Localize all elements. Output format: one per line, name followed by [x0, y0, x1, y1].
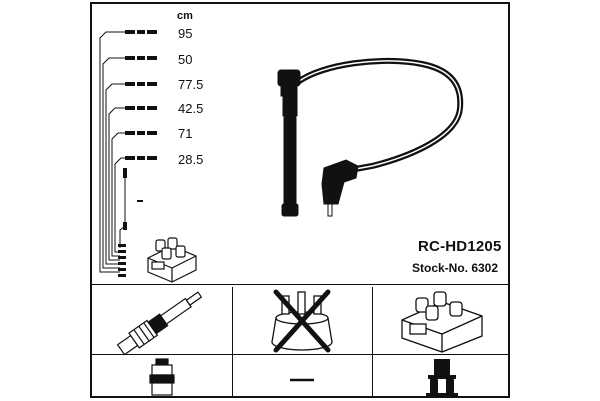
lead-length-3: 77.5	[178, 77, 204, 92]
distributor-cap-crossed-icon	[271, 289, 333, 353]
lead-length-5: 71	[178, 126, 193, 141]
stock-number: Stock-No. 6302	[412, 261, 499, 275]
model-number: RC-HD1205	[418, 238, 502, 255]
plug-terminal-icon	[149, 358, 175, 396]
spark-plug-icon	[116, 291, 203, 356]
diagram-sheet: cm 95 50 77.5 42.5 71 28.5 RC-HD1205 Sto…	[90, 2, 510, 398]
coil-terminal-icon	[426, 359, 458, 397]
grid-divider-left	[232, 287, 233, 396]
ignition-lead-illustration	[277, 57, 464, 217]
coil-pack-icon	[401, 291, 483, 353]
lead-length-1: 95	[178, 26, 193, 41]
length-unit-header: cm	[177, 10, 193, 22]
lead-set-schematic	[99, 30, 157, 277]
lead-length-4: 42.5	[178, 101, 204, 116]
lead-length-6: 28.5	[178, 152, 204, 167]
grid-divider-middle	[92, 354, 508, 355]
lead-length-2: 50	[178, 52, 193, 67]
no-terminal-dash-icon	[290, 378, 314, 382]
grid-divider-top	[92, 284, 508, 285]
grid-divider-right	[372, 287, 373, 396]
coil-pack-small-icon	[147, 237, 197, 283]
